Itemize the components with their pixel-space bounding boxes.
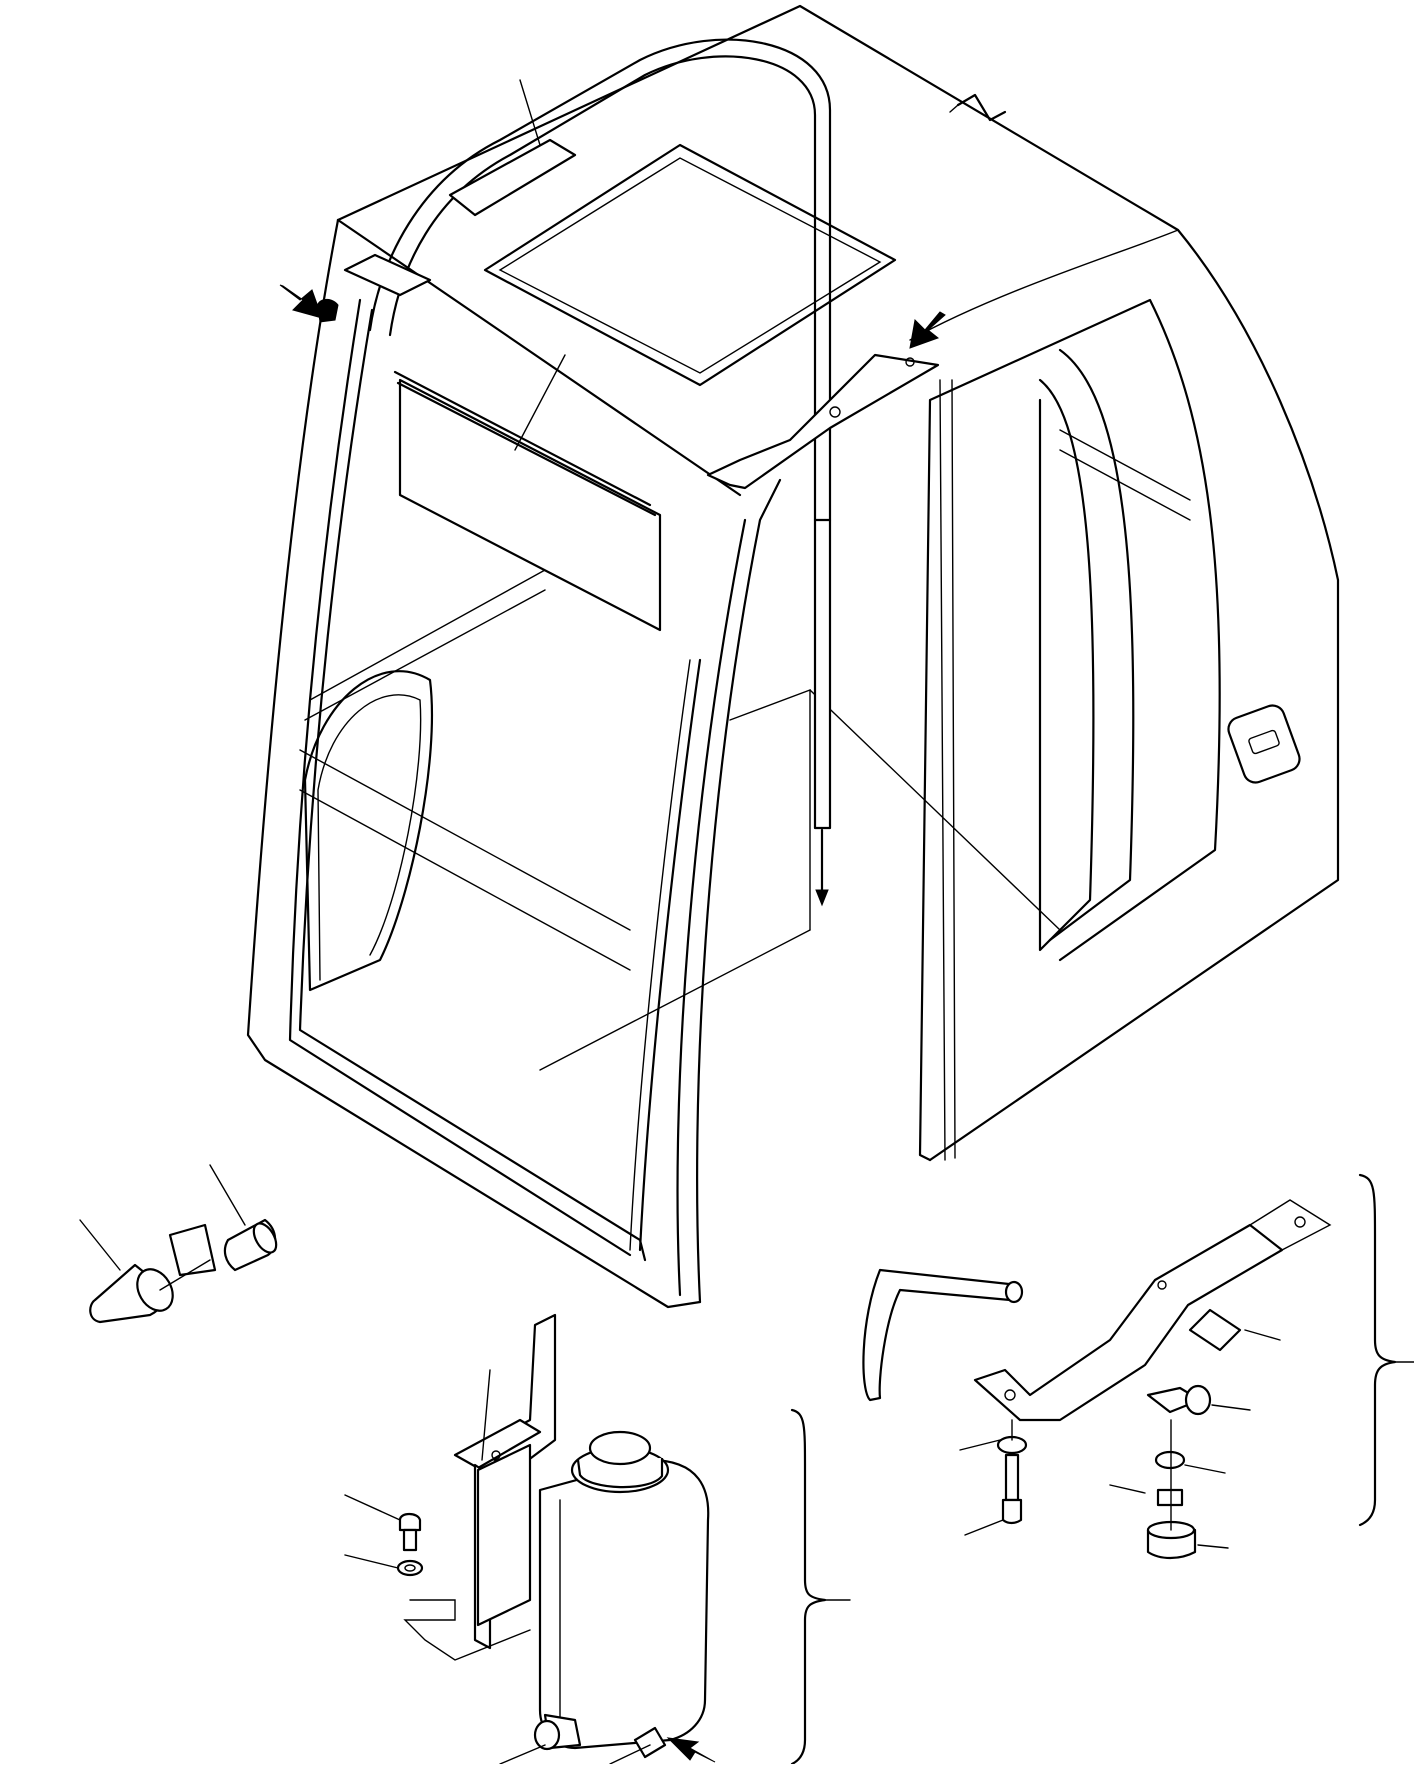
floor-break-line <box>403 1599 531 1661</box>
clip <box>1188 1308 1281 1352</box>
washer-tank <box>533 1430 710 1751</box>
bolt-right <box>959 1419 1028 1536</box>
operator-cab <box>246 4 1340 1309</box>
roof-guard-rod <box>368 38 832 907</box>
wiper-bracket-assembly <box>862 1199 1332 1422</box>
washer <box>344 1554 424 1577</box>
mounting-bracket <box>343 138 940 490</box>
callout-upper-right <box>909 311 946 349</box>
grommet <box>159 1164 278 1291</box>
nozzle-cap <box>79 1219 174 1324</box>
sun-visor <box>393 354 662 632</box>
callout-lower-hose <box>499 1726 716 1765</box>
brace-right <box>1358 1173 1397 1527</box>
cushion <box>1146 1384 1251 1416</box>
washer-tank-bracket <box>453 1313 557 1650</box>
brace-lower <box>790 1408 827 1766</box>
nut <box>1109 1419 1229 1560</box>
bolt <box>344 1494 422 1552</box>
callout-upper-left <box>279 284 339 323</box>
